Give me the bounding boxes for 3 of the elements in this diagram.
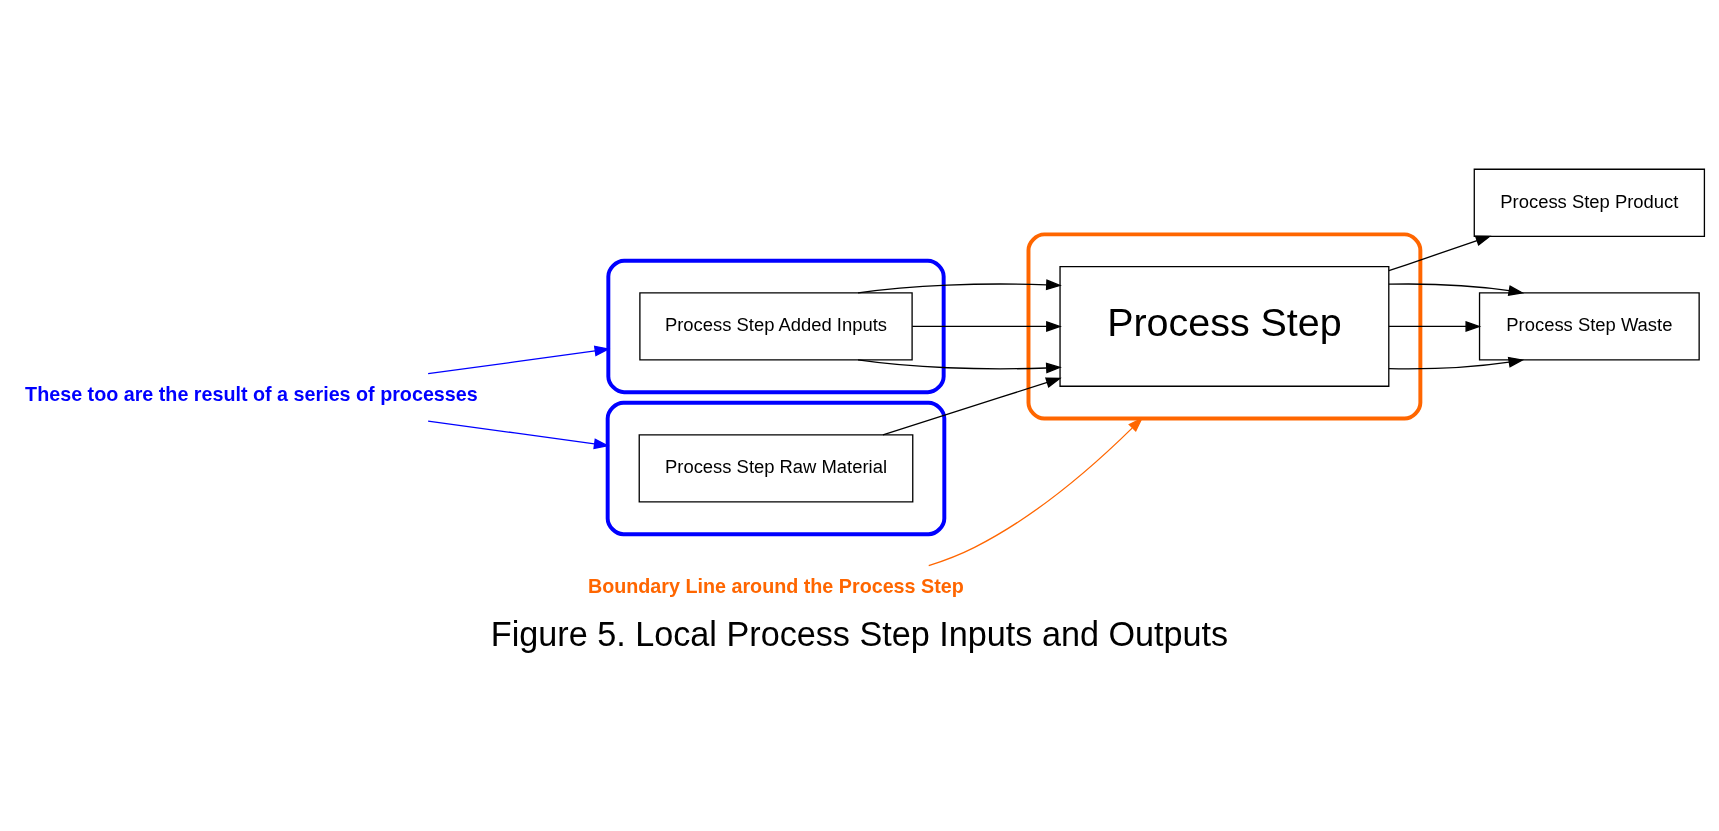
caption: Figure 5. Local Process Step Inputs and Outputs [490, 614, 1229, 653]
node-text: Boundary Line around the Process Step [587, 574, 964, 597]
node-text: These too are the result of a series of processes [25, 382, 478, 405]
